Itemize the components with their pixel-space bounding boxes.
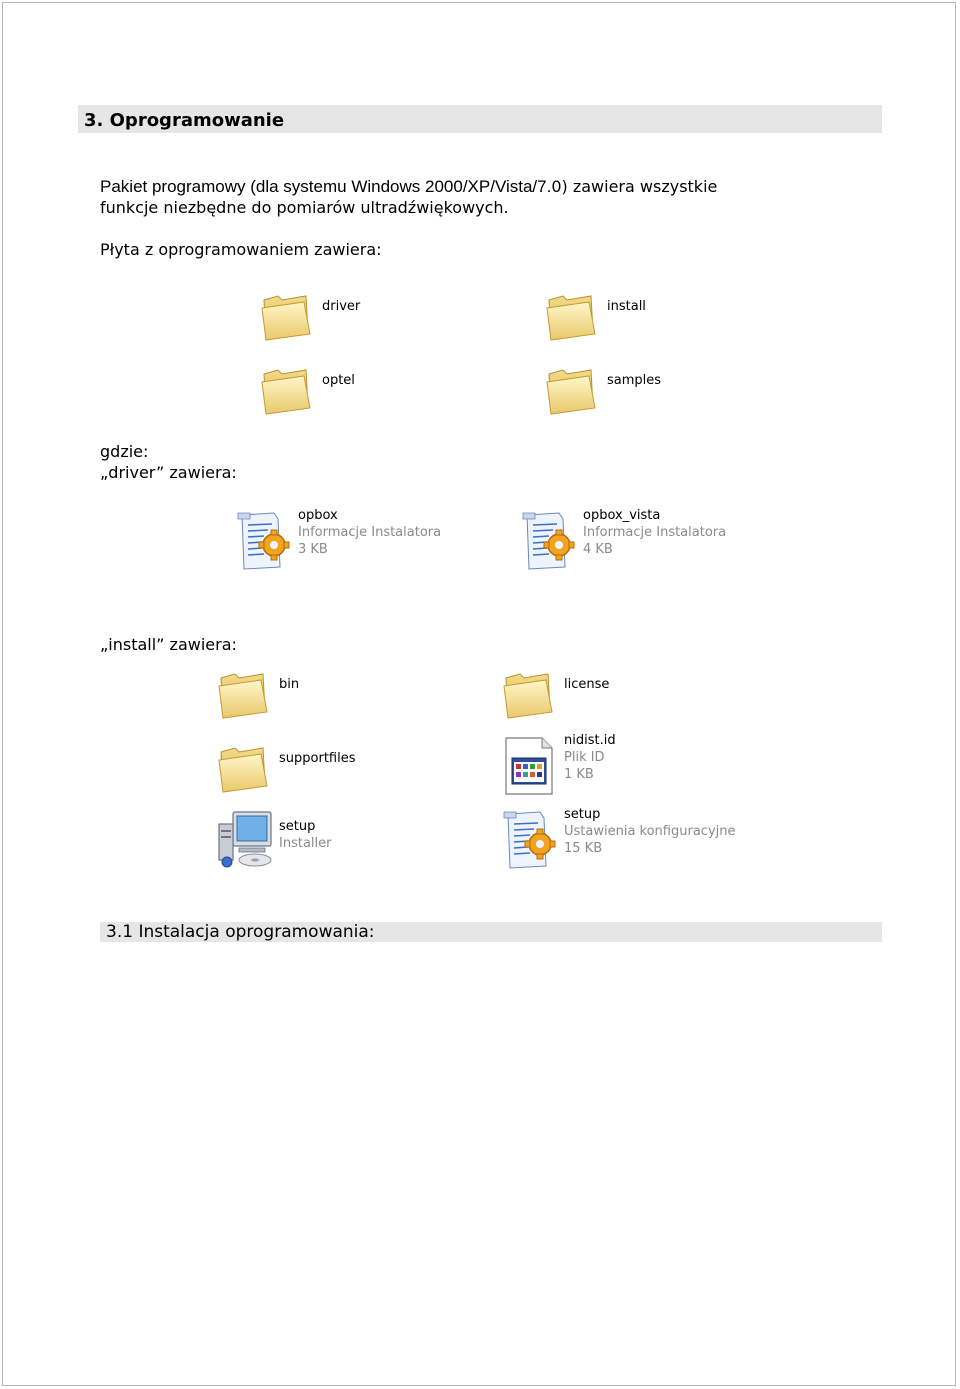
- file-item-opbox[interactable]: opbox Informacje Instalatora 3 KB: [234, 507, 441, 571]
- file-name: setup: [564, 807, 601, 822]
- file-name: opbox_vista: [583, 508, 661, 523]
- folder-label: optel: [322, 373, 355, 388]
- file-label: opbox_vista Informacje Instalatora 4 KB: [583, 507, 726, 558]
- folder-icon: [500, 664, 558, 724]
- cd-contents-label: Płyta z oprogramowaniem zawiera:: [100, 240, 382, 259]
- installer-info-icon: [519, 507, 577, 571]
- file-label: opbox Informacje Instalatora 3 KB: [298, 507, 441, 558]
- file-size: 4 KB: [583, 542, 613, 557]
- file-type: Informacje Instalatora: [298, 525, 442, 540]
- folder-label: bin: [279, 677, 300, 692]
- intro-line1-b: 0) zawiera wszystkie: [551, 177, 718, 196]
- installer-computer-icon: [215, 808, 273, 868]
- folder-item-license[interactable]: license: [500, 664, 609, 724]
- intro-line1-a: Pakiet programowy (dla systemu Windows 2…: [100, 177, 552, 196]
- file-label: nidist.id Plik ID 1 KB: [564, 732, 616, 783]
- folder-icon: [215, 738, 273, 798]
- folder-label: supportfiles: [279, 751, 356, 766]
- file-item-setup-config[interactable]: setup Ustawienia konfiguracyjne 15 KB: [500, 806, 735, 870]
- gdzie-label: gdzie:: [100, 442, 149, 461]
- file-size: 15 KB: [564, 841, 603, 856]
- folder-icon: [258, 286, 316, 346]
- folder-item-bin[interactable]: bin: [215, 664, 299, 724]
- file-size: 3 KB: [298, 542, 328, 557]
- file-item-opbox-vista[interactable]: opbox_vista Informacje Instalatora 4 KB: [519, 507, 726, 571]
- folder-icon: [543, 360, 601, 420]
- folder-item-optel[interactable]: optel: [258, 360, 355, 420]
- file-type: Plik ID: [564, 750, 605, 765]
- install-contents-label: „install” zawiera:: [100, 635, 237, 654]
- file-label: setup Ustawienia konfiguracyjne 15 KB: [564, 806, 735, 857]
- driver-contents-label: „driver” zawiera:: [100, 463, 237, 482]
- file-name: opbox: [298, 508, 338, 523]
- folder-icon: [215, 664, 273, 724]
- section-heading: 3. Oprogramowanie: [84, 110, 285, 131]
- folder-icon: [543, 286, 601, 346]
- file-type: Informacje Instalatora: [583, 525, 727, 540]
- folder-item-samples[interactable]: samples: [543, 360, 661, 420]
- config-settings-icon: [500, 806, 558, 870]
- heading-bar: [78, 105, 882, 133]
- folder-label: driver: [322, 299, 361, 314]
- folder-item-supportfiles[interactable]: supportfiles: [215, 738, 355, 798]
- folder-icon: [258, 360, 316, 420]
- subsection-heading: 3.1 Instalacja oprogramowania:: [106, 922, 375, 942]
- folder-label: license: [564, 677, 610, 692]
- id-file-icon: [500, 732, 558, 796]
- file-type: Installer: [279, 836, 332, 851]
- installer-info-icon: [234, 507, 292, 571]
- file-item-nidist-id[interactable]: nidist.id Plik ID 1 KB: [500, 732, 616, 796]
- file-type: Ustawienia konfiguracyjne: [564, 824, 736, 839]
- folder-label: samples: [607, 373, 662, 388]
- file-item-setup-installer[interactable]: setup Installer: [215, 808, 331, 868]
- subsection-bar: [100, 922, 882, 942]
- folder-label: install: [607, 299, 646, 314]
- file-label: setup Installer: [279, 808, 331, 852]
- file-name: nidist.id: [564, 733, 616, 748]
- folder-item-install[interactable]: install: [543, 286, 646, 346]
- intro-paragraph: Pakiet programowy (dla systemu Windows 2…: [100, 176, 860, 218]
- intro-line2: funkcje niezbędne do pomiarów ultradźwię…: [100, 198, 509, 217]
- file-size: 1 KB: [564, 767, 594, 782]
- folder-item-driver[interactable]: driver: [258, 286, 360, 346]
- file-name: setup: [279, 819, 316, 834]
